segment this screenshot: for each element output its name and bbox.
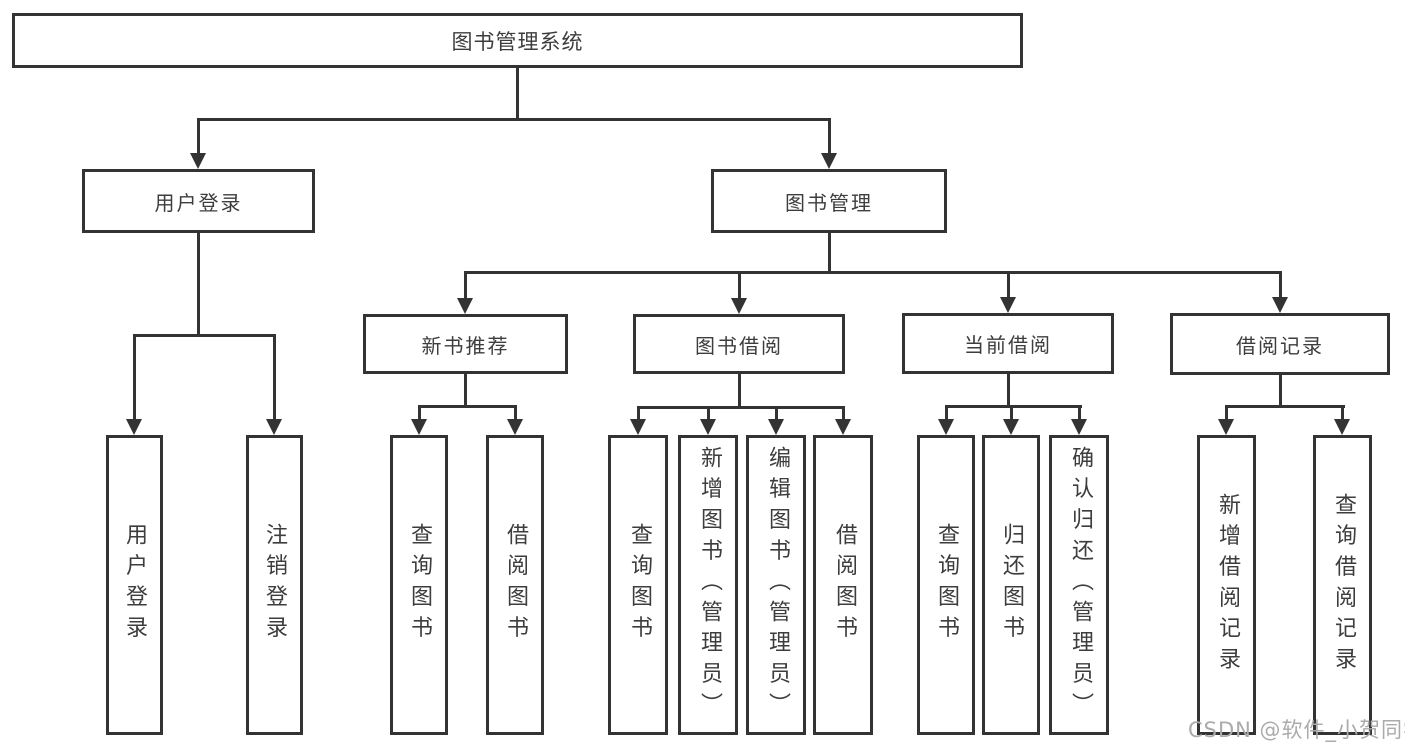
connector-hline [133,334,276,337]
connector-hline [945,405,1082,408]
leaf-user-login: 用户登录 [106,435,163,735]
arrowhead-down-icon [835,419,851,435]
node-borrowing-records: 借阅记录 [1170,313,1390,375]
arrowhead-down-icon [700,419,716,435]
connector-hline [418,405,517,408]
connector-vline [197,233,200,336]
connector-vline [418,405,421,422]
arrowhead-down-icon [1071,419,1087,435]
connector-vline [1279,271,1282,299]
connector-vline [738,374,741,408]
leaf-query-books-borrowing: 查询图书 [608,435,668,735]
connector-vline [1007,374,1010,408]
connector-vline [1007,271,1010,299]
connector-hline [1225,405,1345,408]
arrowhead-down-icon [411,419,427,435]
connector-vline [464,374,467,408]
node-root-library-system: 图书管理系统 [12,13,1023,68]
leaf-query-books-recommend: 查询图书 [390,435,448,735]
node-current-borrowing: 当前借阅 [902,313,1114,374]
arrowhead-down-icon [1334,419,1350,435]
leaf-borrow-books-recommend: 借阅图书 [486,435,544,735]
connector-vline [775,406,778,422]
node-new-book-recommend: 新书推荐 [363,314,568,374]
connector-hline [464,271,1282,274]
arrowhead-down-icon [768,419,784,435]
connector-vline [707,406,710,422]
leaf-query-borrow-record: 查询借阅记录 [1313,435,1372,735]
connector-vline [1279,375,1282,408]
node-user-login: 用户登录 [82,169,315,233]
leaf-confirm-return-admin: 确认归还（管理员） [1049,435,1109,735]
connector-vline [133,334,136,422]
arrowhead-down-icon [821,153,837,169]
arrowhead-down-icon [938,419,954,435]
connector-vline [197,118,200,156]
leaf-borrow-books: 借阅图书 [813,435,873,735]
node-book-management: 图书管理 [711,169,947,233]
connector-vline [464,271,467,300]
csdn-watermark: CSDN @软件_小贺同学 [1188,718,1405,742]
arrowhead-down-icon [630,419,646,435]
connector-vline [273,334,276,422]
connector-vline [738,271,741,300]
connector-vline [514,405,517,422]
connector-vline [1078,405,1081,422]
arrowhead-down-icon [731,298,747,314]
leaf-add-books-admin: 新增图书（管理员） [678,435,738,735]
arrowhead-down-icon [1272,297,1288,313]
arrowhead-down-icon [266,419,282,435]
arrowhead-down-icon [1000,297,1016,313]
connector-vline [945,405,948,422]
arrowhead-down-icon [126,419,142,435]
node-book-borrowing: 图书借阅 [633,314,845,374]
arrowhead-down-icon [457,298,473,314]
connector-vline [842,406,845,422]
connector-vline [828,118,831,156]
arrowhead-down-icon [507,419,523,435]
leaf-query-books-current: 查询图书 [917,435,975,735]
connector-vline [1010,405,1013,422]
connector-vline [516,68,519,119]
arrowhead-down-icon [1003,419,1019,435]
connector-vline [1341,405,1344,422]
connector-hline [637,406,845,409]
arrowhead-down-icon [1218,419,1234,435]
connector-vline [637,406,640,422]
connector-vline [1225,405,1228,422]
leaf-edit-books-admin: 编辑图书（管理员） [746,435,806,735]
connector-vline [828,233,831,272]
connector-hline [197,118,831,121]
leaf-logout: 注销登录 [246,435,303,735]
leaf-add-borrow-record: 新增借阅记录 [1197,435,1256,735]
arrowhead-down-icon [190,153,206,169]
leaf-return-books: 归还图书 [982,435,1040,735]
